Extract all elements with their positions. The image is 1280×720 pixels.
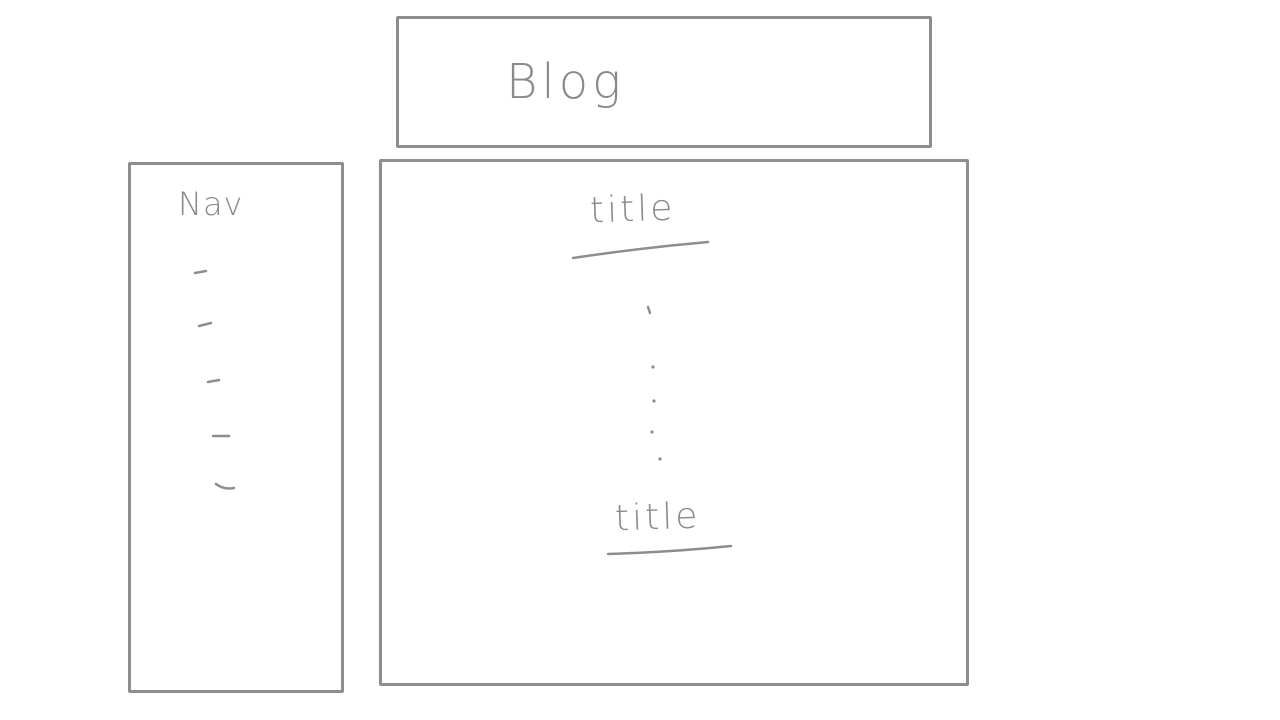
post-title-first[interactable]: title	[589, 187, 677, 232]
nav-sidebar	[128, 162, 344, 693]
nav-heading: Nav	[178, 185, 244, 223]
blog-title: Blog	[506, 54, 625, 110]
post-title-last[interactable]: title	[614, 495, 702, 540]
main-content-panel	[379, 159, 969, 686]
header-panel	[396, 16, 932, 148]
